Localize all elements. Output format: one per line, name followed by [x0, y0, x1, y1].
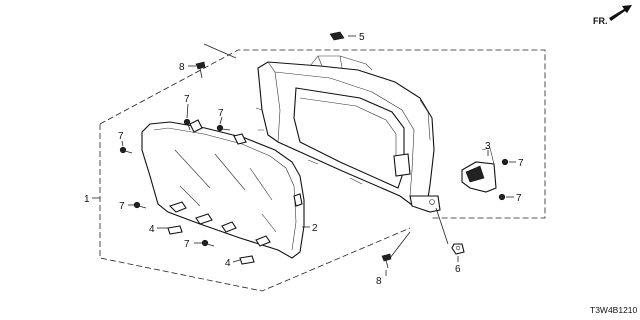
callout-4: 4 [149, 224, 155, 235]
clips [167, 225, 255, 265]
screw-icon [183, 118, 191, 131]
callout-8: 8 [376, 276, 382, 287]
bolts [195, 61, 392, 269]
meter-visor [141, 119, 305, 259]
screw-icon [498, 193, 506, 201]
nut-part-6 [451, 243, 465, 255]
callout-3: 3 [485, 141, 491, 152]
front-direction-label: FR. [593, 16, 608, 26]
front-arrow-icon [609, 5, 632, 21]
callout-7: 7 [119, 201, 125, 212]
callout-6: 6 [455, 264, 461, 275]
screw-icon [119, 146, 133, 154]
leader-lines [121, 35, 516, 276]
callout-2: 2 [312, 223, 318, 234]
callout-1: 1 [84, 194, 90, 205]
callout-5: 5 [359, 32, 365, 43]
callout-7: 7 [184, 239, 190, 250]
front-direction-indicator: FR. [593, 5, 632, 26]
assembly-outline [92, 49, 546, 292]
callout-7: 7 [516, 193, 522, 204]
bolt-icon [195, 61, 206, 79]
callout-7: 7 [518, 158, 524, 169]
callout-4: 4 [225, 258, 231, 269]
diagram-code: T3W4B1210 [590, 305, 638, 315]
screws [119, 118, 509, 247]
callout-7: 7 [218, 108, 224, 119]
callout-7: 7 [118, 131, 124, 142]
screw-icon [501, 158, 509, 166]
screw-icon [216, 124, 231, 132]
screw-icon [133, 201, 147, 209]
callout-8: 8 [179, 62, 185, 73]
bracket-part [461, 147, 497, 193]
callouts: 1 2 3 4 4 5 6 7 7 7 7 7 7 7 8 8 [84, 32, 524, 287]
screw-icon [201, 239, 215, 247]
callout-7: 7 [184, 94, 190, 105]
meter-case [255, 55, 441, 213]
bolt-icon [381, 253, 392, 269]
clip-part-5 [329, 31, 345, 41]
